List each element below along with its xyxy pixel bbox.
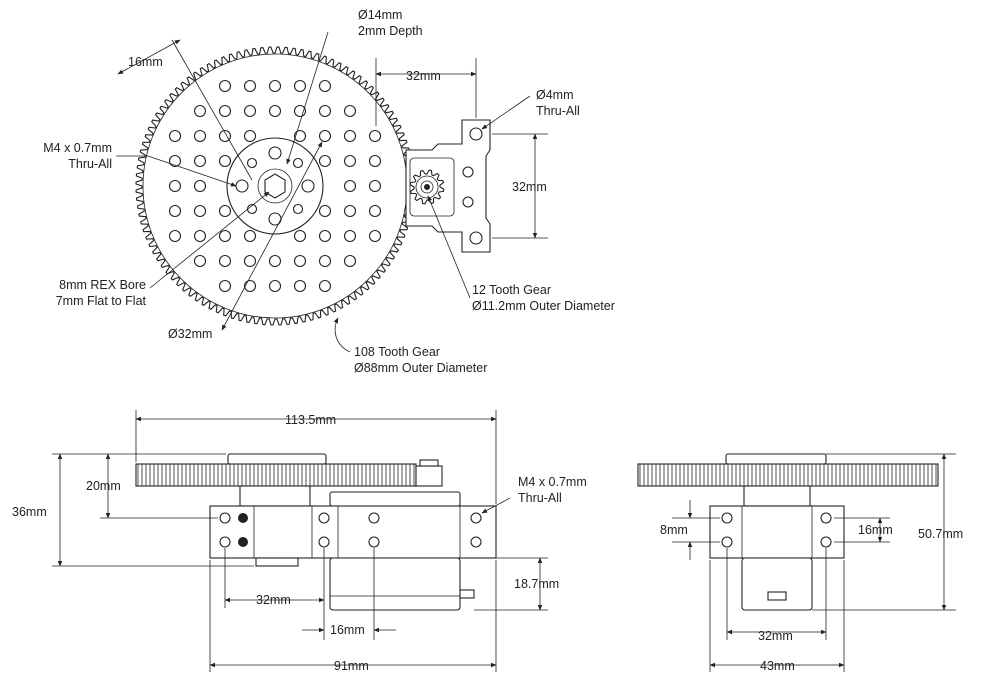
gear-hole xyxy=(243,254,257,268)
servo-mount-plate xyxy=(405,119,491,253)
front-spacing-16-label: 16mm xyxy=(330,623,365,637)
gear-hole xyxy=(343,254,357,268)
gear-hole xyxy=(218,204,232,218)
gear-hole xyxy=(218,254,232,268)
height-36-label: 36mm xyxy=(12,505,47,519)
gear-hole xyxy=(293,129,307,143)
gear-hole xyxy=(243,129,257,143)
gear-hole xyxy=(268,254,282,268)
side-spacing-16-label: 16mm xyxy=(858,523,893,537)
front-spacing-32-label: 32mm xyxy=(256,593,291,607)
side-view: 8mm 16mm 50.7mm 32mm 43mm xyxy=(637,453,963,673)
gear-hole xyxy=(318,279,332,293)
gear-hole xyxy=(193,204,207,218)
gear-hole xyxy=(218,79,232,93)
gear-hole xyxy=(293,79,307,93)
width-91-label: 91mm xyxy=(334,659,369,673)
gear-hole xyxy=(368,204,382,218)
gear-hole xyxy=(193,104,207,118)
gear-hole xyxy=(243,104,257,118)
gear-hole xyxy=(243,79,257,93)
gear-12-tooth xyxy=(409,169,445,205)
spacing-16-label: 16mm xyxy=(128,55,163,69)
gear-hole xyxy=(293,229,307,243)
front-dimensions xyxy=(52,410,548,672)
gear-hole xyxy=(218,154,232,168)
gear-hole xyxy=(243,279,257,293)
vert-32-label: 32mm xyxy=(512,180,547,194)
gear-hole xyxy=(343,104,357,118)
gear-hole xyxy=(293,254,307,268)
gear-hole xyxy=(318,79,332,93)
gear-hole xyxy=(368,229,382,243)
gear-hole xyxy=(318,129,332,143)
side-spacing-8-label: 8mm xyxy=(660,523,688,537)
gear-hole xyxy=(318,229,332,243)
gear-hole xyxy=(318,254,332,268)
height-20-label: 20mm xyxy=(86,479,121,493)
rex-hub xyxy=(226,137,324,235)
width-113-label: 113.5mm xyxy=(285,413,336,427)
gear-hole xyxy=(343,204,357,218)
side-spacing-32-label: 32mm xyxy=(758,629,793,643)
side-dimensions xyxy=(672,453,956,672)
height-50-label: 50.7mm xyxy=(918,527,963,541)
front-gear xyxy=(135,453,443,487)
gear-hole xyxy=(368,129,382,143)
gear-hole xyxy=(268,104,282,118)
gear-hole xyxy=(193,179,207,193)
gear-hole xyxy=(168,204,182,218)
gear-hole xyxy=(293,279,307,293)
pattern-32-label: Ø32mm xyxy=(168,327,212,341)
height-18-label: 18.7mm xyxy=(514,577,559,591)
gear-hole xyxy=(168,154,182,168)
gear-hole xyxy=(218,229,232,243)
gear-hole xyxy=(318,154,332,168)
gear-hole xyxy=(218,279,232,293)
front-body xyxy=(209,485,497,611)
gear-hole xyxy=(218,104,232,118)
gear-hole xyxy=(318,104,332,118)
gear-hole xyxy=(193,254,207,268)
gear-hole xyxy=(368,154,382,168)
side-body xyxy=(709,505,845,611)
front-holes xyxy=(219,512,482,548)
horiz-32-label: 32mm xyxy=(406,69,441,83)
gear-hole xyxy=(343,129,357,143)
gear-hole xyxy=(268,279,282,293)
gear-hole xyxy=(168,129,182,143)
width-43-label: 43mm xyxy=(760,659,795,673)
gear-hole xyxy=(168,179,182,193)
gear-hole xyxy=(343,179,357,193)
side-holes xyxy=(721,512,832,548)
gear-hole xyxy=(193,154,207,168)
side-gear xyxy=(637,453,939,507)
gear-hole xyxy=(343,229,357,243)
gear-hole xyxy=(243,229,257,243)
gear-hole xyxy=(268,79,282,93)
gear-hole xyxy=(168,229,182,243)
gear-hole xyxy=(318,204,332,218)
gear-hole xyxy=(193,129,207,143)
top-dimensions xyxy=(116,31,548,353)
gear-hole xyxy=(368,179,382,193)
gear-hole xyxy=(343,154,357,168)
gear-hole xyxy=(193,229,207,243)
gear-hole xyxy=(218,129,232,143)
